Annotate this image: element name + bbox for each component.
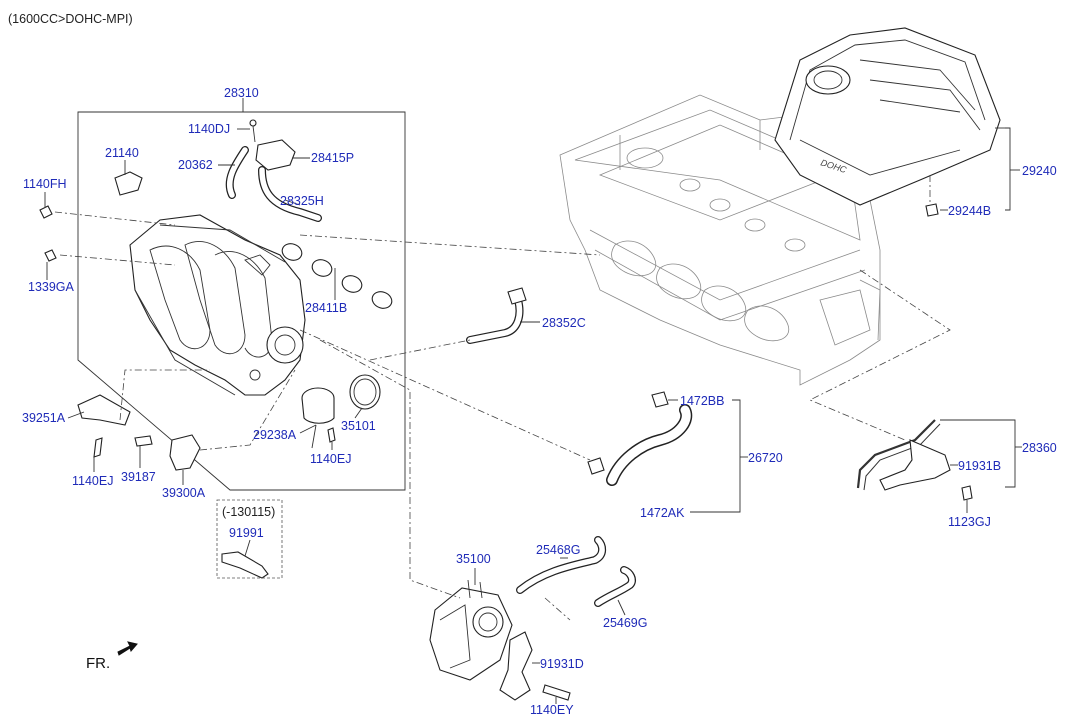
sensor-39300A <box>169 434 201 471</box>
front-arrow-icon <box>117 641 138 656</box>
intake-manifold <box>129 214 306 396</box>
bolt-1140EY <box>542 684 571 701</box>
bracket-91931D <box>499 631 533 701</box>
bolt-1140FH <box>39 205 53 219</box>
label-26720: 26720 <box>748 451 783 465</box>
label-28352C: 28352C <box>542 316 586 330</box>
label-91991: 91991 <box>229 526 264 540</box>
label-28360: 28360 <box>1022 441 1057 455</box>
label-91931B: 91931B <box>958 459 1001 473</box>
label-28325H: 28325H <box>280 194 324 208</box>
o-ring-35101 <box>349 374 381 410</box>
label-1140EY: 1140EY <box>530 703 574 717</box>
label-39300A: 39300A <box>162 486 206 500</box>
front-label: FR. <box>86 655 110 672</box>
label-1140DJ: 1140DJ <box>188 122 230 136</box>
engine-cover-29240: DOHC <box>774 27 1001 206</box>
label-sub-header: (-130115) <box>222 505 275 519</box>
label-1123GJ: 1123GJ <box>948 515 991 529</box>
label-29244B: 29244B <box>948 204 991 218</box>
actuator-29238A <box>301 387 336 449</box>
label-1140FH: 1140FH <box>23 177 67 191</box>
connector-21140 <box>114 171 143 196</box>
label-35100: 35100 <box>456 552 491 566</box>
engine-block-drawing <box>559 94 881 386</box>
harness-91991 <box>221 551 269 579</box>
clamp-1472AK <box>587 457 605 475</box>
bracket-39251A <box>77 394 131 426</box>
sub-box-91991 <box>216 499 283 579</box>
label-1472BB: 1472BB <box>680 394 724 408</box>
bolt-1339GA <box>44 249 57 262</box>
label-1140EJ-a: 1140EJ <box>310 452 351 466</box>
bolt-39187 <box>134 435 153 447</box>
leader-lines <box>44 98 1022 704</box>
bolt-1140EJ-b <box>93 437 103 458</box>
label-28310: 28310 <box>224 86 259 100</box>
pipe-28360 <box>856 419 951 491</box>
label-25469G: 25469G <box>603 616 647 630</box>
label-39251A: 39251A <box>22 411 66 425</box>
throttle-body-35100 <box>429 579 513 681</box>
label-35101: 35101 <box>341 419 376 433</box>
label-1472AK: 1472AK <box>640 506 685 520</box>
connection-lines <box>54 175 951 621</box>
label-29238A: 29238A <box>253 428 297 442</box>
bolt-1123GJ <box>961 485 973 501</box>
label-29240: 29240 <box>1022 164 1057 178</box>
label-1339GA: 1339GA <box>28 280 75 294</box>
label-25468G: 25468G <box>536 543 580 557</box>
gasket-28411B <box>281 243 393 309</box>
label-28411B: 28411B <box>305 301 347 315</box>
label-91931D: 91931D <box>540 657 584 671</box>
label-28415P: 28415P <box>311 151 354 165</box>
label-1140EJ-b: 1140EJ <box>72 474 113 488</box>
label-21140: 21140 <box>105 146 139 160</box>
label-20362: 20362 <box>178 158 213 172</box>
grommet-29244B <box>925 203 939 217</box>
clamp-1472BB <box>651 391 669 408</box>
purge-valve-28415P <box>249 119 296 171</box>
label-39187: 39187 <box>121 470 156 484</box>
header-text: (1600CC>DOHC-MPI) <box>8 12 133 26</box>
manifold-assembly-frame <box>77 111 406 491</box>
